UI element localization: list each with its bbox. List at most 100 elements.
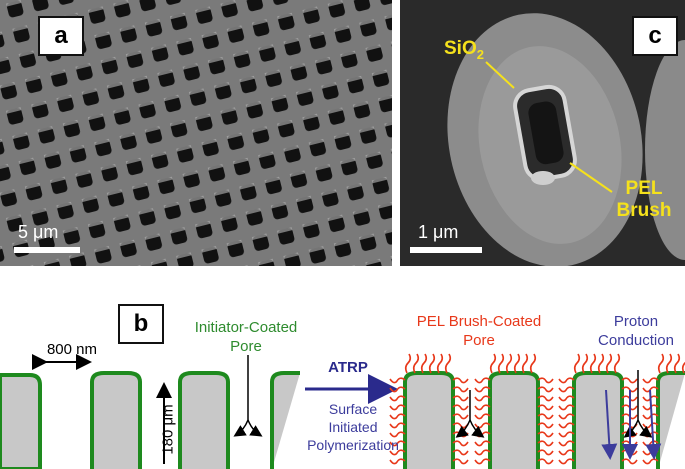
brush-strand — [537, 413, 554, 420]
brush-strand — [444, 353, 452, 374]
sem-image-pore-array: a 5 μm — [0, 0, 392, 266]
brush-strand — [642, 431, 659, 438]
pore-schematic — [0, 353, 685, 469]
brush-strand — [642, 440, 659, 447]
brush-strand — [665, 353, 673, 374]
brush-strand — [474, 377, 491, 384]
brush-strand — [537, 431, 554, 438]
panel-c-label: c — [632, 16, 678, 56]
brush-strand — [573, 353, 581, 374]
brush-strand — [505, 353, 513, 374]
brush-strand — [474, 449, 491, 456]
pel-brush-coated-pore-text: PEL Brush-Coated Pore — [416, 313, 542, 349]
brush-strand — [452, 395, 469, 402]
brush-strand — [436, 353, 444, 374]
brush-strand — [452, 386, 469, 393]
brush-strand — [558, 431, 575, 438]
brush-strand — [389, 458, 406, 465]
brush-strand — [474, 431, 491, 438]
atrp-label: ATRP — [328, 359, 368, 376]
brush-strand — [613, 353, 621, 374]
brush-strand — [389, 422, 406, 429]
brush-strand — [474, 386, 491, 393]
panel-c-scale-text: 1 μm — [418, 222, 459, 242]
brush-strand — [589, 353, 597, 374]
brush-strand — [537, 458, 554, 465]
brush-strand — [537, 377, 554, 384]
brush-strand — [642, 422, 659, 429]
brush-strand — [558, 404, 575, 411]
width-800nm-label: 800 nm — [46, 341, 98, 358]
brush-strand — [521, 353, 529, 374]
brush-strand — [452, 413, 469, 420]
brush-strand — [474, 395, 491, 402]
brush-strand — [642, 377, 659, 384]
sio2-label: SiO2 — [444, 38, 484, 62]
brush-strand — [537, 386, 554, 393]
brush-strand — [389, 449, 406, 456]
brush-strand — [412, 353, 420, 374]
brush-strand — [681, 361, 685, 374]
brush-strand — [474, 440, 491, 447]
uncoated-pillars — [0, 371, 300, 469]
panel-a-label: a — [38, 16, 84, 56]
brush-strand — [605, 353, 613, 374]
schematic-panel-b: b Initiator-Coated Pore 800 nm 180 μm AT… — [0, 270, 685, 469]
panel-a-scale-text: 5 μm — [18, 222, 59, 242]
brush-strand — [389, 404, 406, 411]
brush-strand — [389, 386, 406, 393]
brush-strand — [558, 395, 575, 402]
brush-strand — [489, 353, 497, 374]
brush-strand — [452, 377, 469, 384]
panel-a-scale-bar — [14, 247, 80, 253]
brush-strand — [642, 404, 659, 411]
brush-strand — [673, 353, 681, 374]
brush-strand — [420, 353, 428, 374]
brush-strand — [537, 404, 554, 411]
panel-c-scale-bar — [410, 247, 482, 253]
brush-strand — [474, 458, 491, 465]
brush-strand — [657, 353, 665, 374]
initiator-coated-pore-text: Initiator-Coated Pore — [194, 319, 298, 355]
brush-strand — [529, 353, 537, 374]
brush-strand — [452, 404, 469, 411]
brush-strand — [537, 422, 554, 429]
brush-strand — [452, 449, 469, 456]
brush-strand — [474, 422, 491, 429]
brush-strand — [452, 458, 469, 465]
brush-strand — [389, 377, 406, 384]
brush-coated-pillars — [403, 371, 685, 469]
brush-strand — [497, 353, 505, 374]
brush-strand — [642, 413, 659, 420]
brush-strand — [558, 377, 575, 384]
depth-180um-label: 180 μm — [159, 404, 177, 455]
sem-image-single-pore: c SiO2 PEL Brush 1 μm — [400, 0, 685, 266]
brush-strand — [537, 395, 554, 402]
brush-strand — [428, 353, 436, 374]
brush-strand — [642, 449, 659, 456]
brush-strand — [537, 449, 554, 456]
brush-strand — [389, 395, 406, 402]
brush-strand — [621, 377, 638, 384]
proton-conduction-text: Proton Conduction — [598, 313, 674, 349]
brush-strand — [558, 386, 575, 393]
brush-strand — [389, 431, 406, 438]
surface-initiated-polymerization-text: Surface Initiated Polymerization — [307, 401, 399, 453]
brush-strand — [558, 458, 575, 465]
brush-strand — [621, 458, 638, 465]
panel-b-label: b — [118, 304, 164, 344]
brush-strand — [389, 413, 406, 420]
brush-strand — [474, 413, 491, 420]
brush-strand — [558, 422, 575, 429]
pel-brush-label: PEL Brush — [616, 178, 672, 221]
brush-strand — [389, 440, 406, 447]
brush-strand — [474, 404, 491, 411]
brush-strand — [558, 413, 575, 420]
brush-strand — [558, 440, 575, 447]
brush-strand — [597, 353, 605, 374]
brush-strand — [513, 353, 521, 374]
brush-strand — [404, 353, 412, 374]
brush-strand — [581, 353, 589, 374]
brush-strand — [537, 440, 554, 447]
brush-strand — [452, 440, 469, 447]
